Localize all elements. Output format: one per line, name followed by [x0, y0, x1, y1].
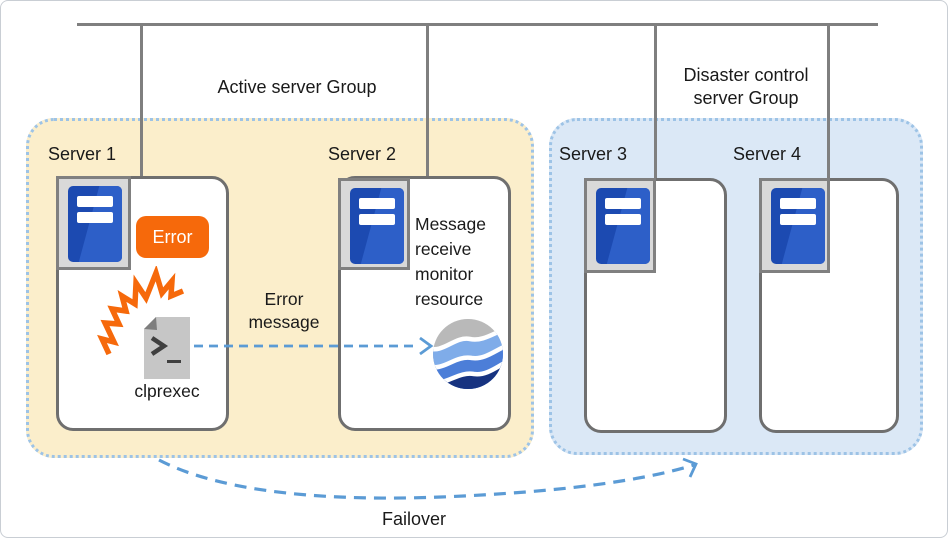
monitor-resource-icon: [433, 319, 503, 389]
server1-label: Server 1: [48, 144, 117, 164]
error-message-label-line2: message: [248, 312, 320, 332]
server-icon: [350, 188, 404, 264]
failover-arrow: [158, 457, 698, 500]
disaster-group-label-line1: Disaster control: [683, 65, 809, 85]
connector-line-server1: [140, 23, 143, 178]
server3-icon-panel: [584, 178, 656, 273]
disaster-group-label-line2: server Group: [693, 88, 799, 108]
server-icon: [771, 188, 825, 264]
error-burst-icon: [97, 266, 185, 356]
server4-label: Server 4: [733, 144, 802, 164]
clprexec-label: clprexec: [134, 381, 200, 401]
terminal-prompt-glyph: [150, 336, 169, 356]
error-message-label: Error message: [234, 288, 334, 334]
server2-icon-panel: [338, 178, 410, 270]
active-group-label: Active server Group: [217, 77, 377, 97]
connector-line-server4: [827, 23, 830, 180]
error-message-label-line1: Error: [264, 289, 304, 309]
server1-icon-panel: [56, 176, 131, 270]
server2-label: Server 2: [328, 144, 397, 164]
server4-icon-panel: [759, 178, 830, 273]
connector-line-server3: [654, 23, 657, 180]
failover-label: Failover: [381, 509, 447, 529]
disaster-group-label: Disaster control server Group: [666, 64, 826, 110]
error-badge: Error: [136, 216, 209, 258]
monitor-resource-label: Message receive monitor resource: [415, 214, 487, 309]
server-icon: [596, 188, 650, 264]
script-file-icon: [144, 317, 190, 379]
server3-label: Server 3: [559, 144, 628, 164]
server-icon: [68, 186, 122, 262]
network-bus-line: [77, 23, 878, 26]
connector-line-server2: [426, 23, 429, 178]
